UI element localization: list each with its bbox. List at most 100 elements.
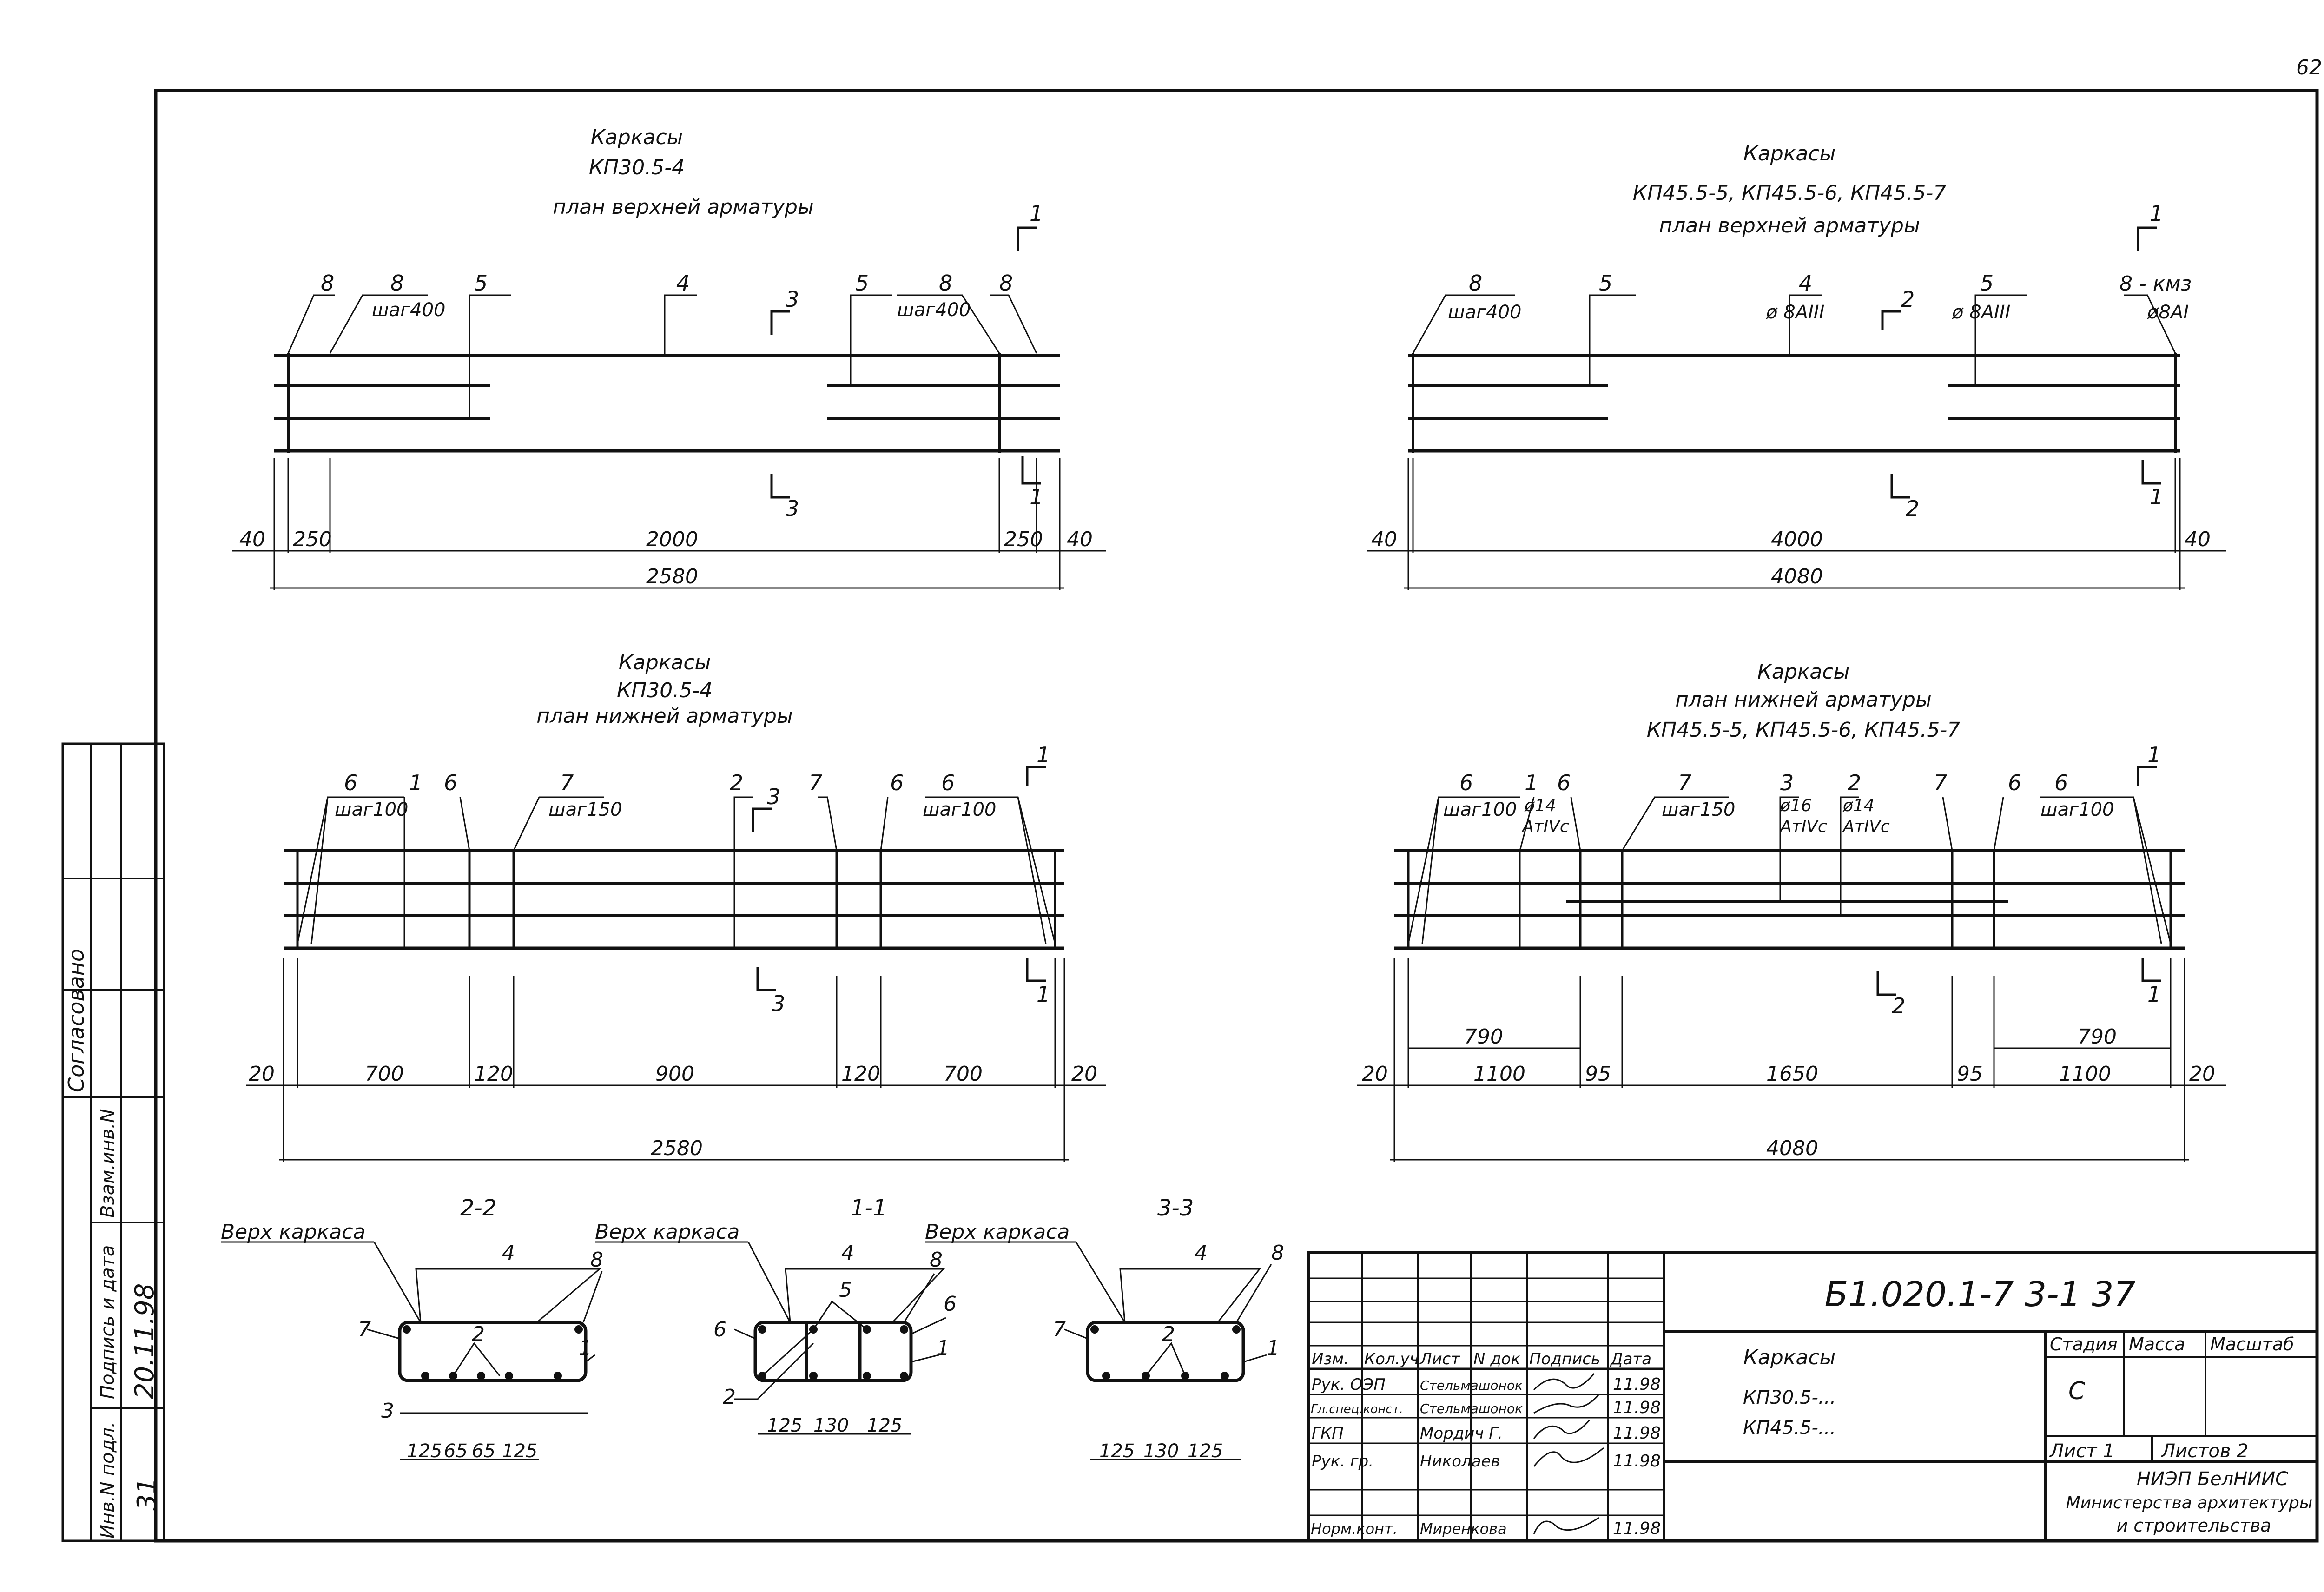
tl-step-a: шаг400 bbox=[372, 299, 445, 321]
tl-title3: план верхней арматуры bbox=[553, 195, 813, 219]
tb-sheets: Листов 2 bbox=[2160, 1440, 2249, 1462]
s33-mark-7: 7 bbox=[1053, 1318, 1066, 1341]
signature-0 bbox=[1533, 1373, 1595, 1391]
tr-dia-4: ø 8АIII bbox=[1766, 302, 1824, 323]
page-number: 62 bbox=[2296, 56, 2322, 79]
br-total: 4080 bbox=[1766, 1136, 1818, 1160]
tb-name-5: Миренкова bbox=[1420, 1520, 1507, 1538]
s11-mark-1: 1 bbox=[937, 1336, 950, 1360]
tl-title1: Каркасы bbox=[591, 126, 683, 149]
tb-code: Б1.020.1-7 3-1 37 bbox=[1824, 1275, 2135, 1315]
br-mark-6a: 6 bbox=[1459, 770, 1473, 795]
s11-top-note: Верх каркаса bbox=[595, 1220, 739, 1244]
tr-sec-2-top: 2 bbox=[1901, 287, 1915, 312]
bl-dim-4: 120 bbox=[841, 1062, 880, 1086]
br-mark-1: 1 bbox=[1525, 770, 1538, 795]
bl-mark-6c: 6 bbox=[890, 770, 904, 795]
tb-stage: С bbox=[2068, 1377, 2086, 1405]
s22-mark-7: 7 bbox=[358, 1318, 371, 1341]
tb-h-ndok: N док bbox=[1473, 1350, 1521, 1368]
br-dim-4: 95 bbox=[1957, 1062, 1983, 1086]
tr-dim-1: 4000 bbox=[1771, 528, 1823, 551]
br-dim-3: 1650 bbox=[1766, 1062, 1818, 1086]
tl-dim-3: 250 bbox=[1004, 528, 1043, 551]
tl-dim-2: 2000 bbox=[646, 528, 698, 551]
tl-dim-1: 250 bbox=[293, 528, 332, 551]
s33-mark-1: 1 bbox=[1267, 1336, 1280, 1360]
br-mark-6b: 6 bbox=[1557, 770, 1571, 795]
signature-2 bbox=[1533, 1420, 1591, 1439]
br-dim-2: 95 bbox=[1585, 1062, 1611, 1086]
tb-role-3: Рук. гр. bbox=[1312, 1452, 1373, 1471]
tb-org2: Министерства архитектуры bbox=[2066, 1493, 2313, 1513]
br-mark-7b: 7 bbox=[1934, 770, 1947, 795]
br-dim-0: 20 bbox=[1362, 1062, 1388, 1086]
br-dia-3: ø16 bbox=[1780, 796, 1812, 815]
tr-mark-5a: 5 bbox=[1599, 271, 1612, 296]
tb-stage-h: Стадия bbox=[2050, 1334, 2118, 1354]
bl-step-b: шаг150 bbox=[548, 799, 622, 820]
s33-mark-8: 8 bbox=[1271, 1241, 1284, 1265]
tr-mark-5b: 5 bbox=[1980, 271, 1994, 296]
br-step-a: шаг100 bbox=[1443, 799, 1517, 820]
tb-role-2: ГКП bbox=[1312, 1424, 1344, 1443]
br-dim-1: 1100 bbox=[1473, 1062, 1525, 1086]
br-step-b: шаг150 bbox=[1662, 799, 1735, 820]
s33-dim-1: 130 bbox=[1143, 1440, 1179, 1462]
s22-mark-8: 8 bbox=[590, 1248, 603, 1272]
view-bottom-right: Каркасы план нижней арматуры КП45.5-5, К… bbox=[1357, 660, 2226, 1162]
tb-date-5: 11.98 bbox=[1613, 1519, 1661, 1538]
tb-scale-h: Масштаб bbox=[2210, 1334, 2294, 1354]
signature-5 bbox=[1533, 1517, 1599, 1534]
br-mark-3: 3 bbox=[1780, 770, 1794, 795]
tl-dim-0: 40 bbox=[239, 528, 265, 551]
s22-mark-4: 4 bbox=[502, 1241, 515, 1265]
tl-mark-5b: 5 bbox=[855, 271, 869, 296]
tr-title3: план верхней арматуры bbox=[1659, 214, 1920, 238]
s11-dim-2: 125 bbox=[867, 1415, 902, 1436]
s11-mark-6b: 6 bbox=[944, 1292, 957, 1316]
s22-dim-0: 125 bbox=[407, 1440, 442, 1462]
br-title2: план нижней арматуры bbox=[1675, 688, 1931, 712]
s11-dim-1: 130 bbox=[813, 1415, 849, 1436]
s22-dim-2: 65 bbox=[472, 1440, 495, 1462]
br-class-1: АтIVс bbox=[1521, 817, 1569, 836]
bl-mark-2: 2 bbox=[730, 770, 743, 795]
drawing-frame bbox=[154, 89, 2319, 1543]
tl-sec-3-bottom: 3 bbox=[786, 496, 799, 521]
inv-orig-value: 31 bbox=[132, 1478, 162, 1511]
bl-step-a: шаг100 bbox=[335, 799, 408, 820]
tr-title1: Каркасы bbox=[1743, 142, 1836, 165]
bl-mark-6b: 6 bbox=[444, 770, 457, 795]
bl-mark-1: 1 bbox=[409, 770, 423, 795]
tb-role-0: Рук. ОЭП bbox=[1312, 1375, 1386, 1394]
tb-role-5: Норм.конт. bbox=[1311, 1520, 1398, 1538]
s33-dim-2: 125 bbox=[1188, 1440, 1223, 1462]
sign-date-label: Подпись и дата bbox=[97, 1245, 119, 1399]
view-bottom-left: Каркасы КП30.5-4 план нижней арматуры 6 … bbox=[246, 651, 1106, 1162]
agreed-label: Согласовано bbox=[64, 949, 89, 1092]
tl-step-b: шаг400 bbox=[897, 299, 971, 321]
s11-title: 1-1 bbox=[851, 1195, 887, 1221]
tb-mass-h: Масса bbox=[2129, 1334, 2185, 1354]
tl-mark-8c: 8 bbox=[939, 271, 952, 296]
tl-mark-8a: 8 bbox=[321, 271, 334, 296]
br-class-2: АтIVс bbox=[1842, 817, 1890, 836]
tl-mark-8b: 8 bbox=[390, 271, 404, 296]
br-dim-5: 1100 bbox=[2059, 1062, 2111, 1086]
tb-name2: КП30.5-... bbox=[1743, 1387, 1836, 1408]
tb-date-3: 11.98 bbox=[1613, 1452, 1661, 1471]
s33-mark-2: 2 bbox=[1162, 1322, 1175, 1346]
bl-total: 2580 bbox=[651, 1136, 703, 1160]
tl-mark-5a: 5 bbox=[474, 271, 488, 296]
br-sec-2-bottom: 2 bbox=[1892, 993, 1905, 1018]
tb-h-data: Дата bbox=[1610, 1350, 1651, 1368]
tb-h-list: Лист bbox=[1419, 1350, 1460, 1368]
br-extra-1: 790 bbox=[2078, 1025, 2117, 1049]
s11-mark-4: 4 bbox=[841, 1241, 854, 1265]
title-block: Изм. Кол.уч Лист N док Подпись Дата Рук.… bbox=[1307, 1251, 2318, 1542]
s33-dim-0: 125 bbox=[1099, 1440, 1135, 1462]
tb-h-izm: Изм. bbox=[1312, 1350, 1349, 1368]
tb-h-podpis: Подпись bbox=[1529, 1350, 1600, 1368]
